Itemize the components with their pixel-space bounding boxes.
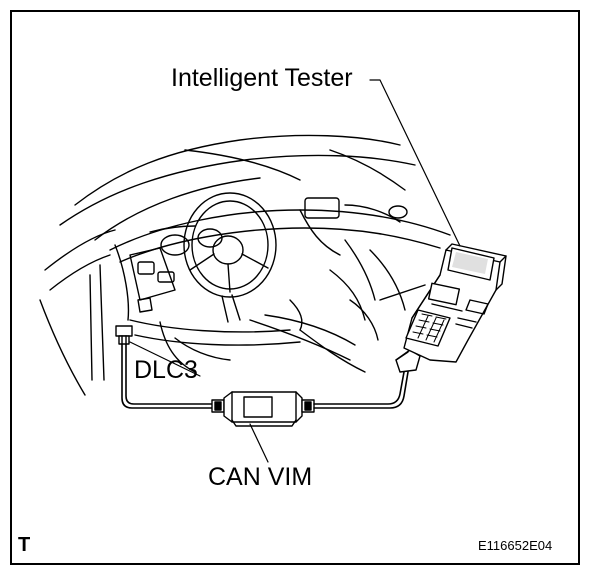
vehicle-interior-drawing (39, 134, 451, 396)
can-vim-label: CAN VIM (208, 463, 313, 491)
leader-lines (129, 79, 461, 463)
figure-code: E116652E04 (478, 538, 553, 553)
corner-mark: T (18, 534, 31, 556)
dlc3-label: DLC3 (134, 356, 198, 384)
can-vim-module (211, 391, 315, 427)
intelligent-tester-label: Intelligent Tester (171, 64, 353, 92)
dlc3-cable (121, 343, 213, 409)
intelligent-tester-device (395, 243, 507, 373)
dlc3-connector (115, 325, 133, 345)
tester-cable (313, 371, 409, 409)
